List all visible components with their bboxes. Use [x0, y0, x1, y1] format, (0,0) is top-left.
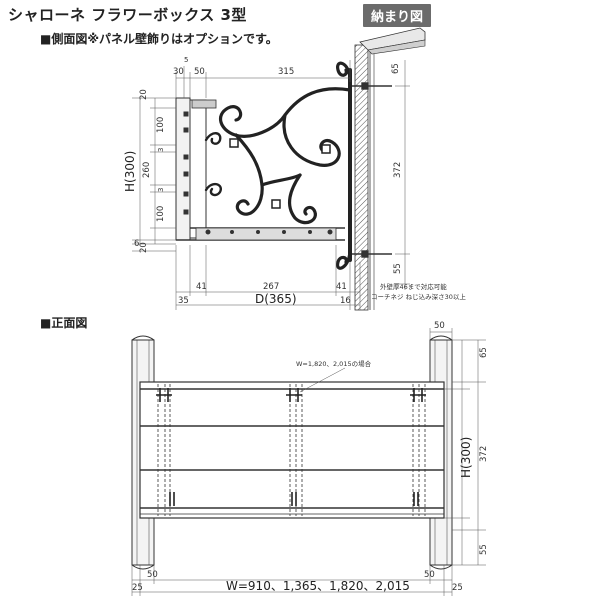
side-view-heading: ■側面図※パネル壁飾りはオプションです。: [40, 32, 278, 46]
dim-267: 267: [263, 282, 279, 292]
dim-55-side: 55: [393, 263, 403, 274]
installation-badge: 納まり図: [363, 4, 432, 27]
front-view-drawing: [131, 328, 486, 596]
wall-thickness-note: 外壁厚46まで対応可能: [380, 282, 447, 291]
dim-50-top: 50: [194, 67, 205, 77]
front-dimension-lines: [131, 328, 486, 596]
dim-20-bottom: 20: [139, 242, 149, 253]
dim-50-front-top: 50: [434, 321, 445, 331]
dim-372-side: 372: [393, 162, 403, 178]
dim-315: 315: [278, 67, 294, 77]
dim-5: 5: [184, 56, 188, 64]
dim-16: 16: [340, 296, 351, 306]
depth-label: D(365): [255, 292, 297, 306]
height-label-front: H(300): [459, 437, 473, 478]
wall-section: [354, 27, 426, 311]
dim-35: 35: [178, 296, 189, 306]
dim-55-front: 55: [479, 544, 489, 555]
height-label-side: H(300): [123, 151, 137, 192]
dim-65-front: 65: [479, 347, 489, 358]
dim-20-top: 20: [139, 89, 149, 100]
page-title: シャローネ フラワーボックス 3型: [8, 6, 247, 24]
dim-25-left: 25: [132, 583, 143, 593]
dim-100-bottom: 100: [156, 206, 166, 222]
box-body-side: [175, 97, 345, 241]
bracket-hardware: [156, 388, 426, 506]
side-view-drawing: [132, 27, 426, 311]
coach-screw-note: コーチネジ ねじ込み深さ30以上: [371, 292, 466, 301]
dim-25-right: 25: [452, 583, 463, 593]
hidden-brackets: [157, 384, 426, 516]
side-dimension-lines: [132, 60, 410, 310]
dim-41-right: 41: [336, 282, 347, 292]
dim-100-top: 100: [156, 117, 166, 133]
coach-screws: [352, 82, 392, 258]
dim-372-front: 372: [479, 446, 489, 462]
ornamental-bracket: [204, 61, 352, 270]
front-view-heading: ■正面図: [40, 316, 88, 330]
width-label: W=910、1,365、1,820、2,015: [226, 579, 410, 593]
dim-3-top: 3: [157, 148, 165, 152]
dim-3-bottom: 3: [157, 188, 165, 192]
width-condition-note: W=1,820、2,015の場合: [296, 359, 372, 368]
dim-260: 260: [142, 162, 152, 178]
dim-6: 6: [134, 239, 139, 249]
dim-50-right: 50: [424, 570, 435, 580]
dim-50-left: 50: [147, 570, 158, 580]
dim-41-left: 41: [196, 282, 207, 292]
dim-65-side: 65: [391, 63, 401, 74]
box-screws: [183, 111, 333, 235]
dim-30: 30: [173, 67, 184, 77]
